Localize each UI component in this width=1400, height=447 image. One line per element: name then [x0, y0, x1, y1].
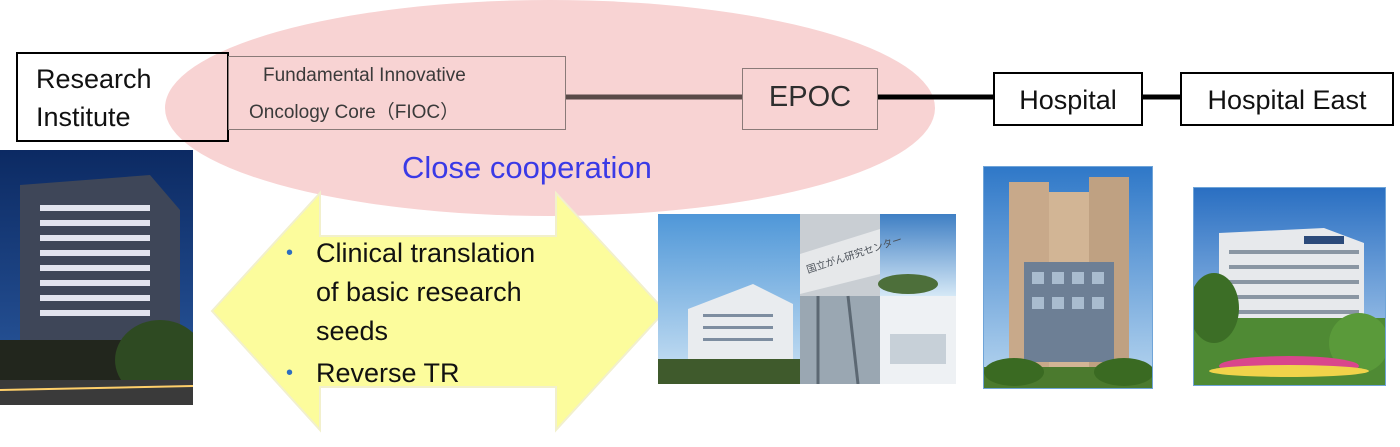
close-cooperation-label: Close cooperation [402, 150, 652, 185]
bullet-2: • Reverse TR [286, 358, 586, 398]
bullet-1-line3: seeds [316, 316, 389, 346]
fioc-box: Fundamental Innovative Oncology Core（FIO… [228, 56, 566, 130]
epoc-box: EPOC [742, 68, 878, 130]
research-institute-line1: Research [36, 64, 152, 94]
arrow-bullet-list: • Clinical translation of basic research… [286, 238, 586, 398]
epoc-label: EPOC [768, 81, 852, 113]
bullet-1: • Clinical translation of basic research… [286, 238, 586, 358]
hospital-east-box: Hospital East [1180, 72, 1394, 126]
bullet-1-line1: Clinical translation [316, 238, 536, 268]
bullet-1-marker: • [286, 242, 294, 264]
research-institute-line2: Institute [36, 102, 131, 132]
research-institute-photo [0, 150, 193, 405]
fioc-line1: Fundamental Innovative [263, 65, 466, 86]
hospital-photo [983, 166, 1153, 389]
hospital-east-label: Hospital East [1207, 85, 1367, 115]
hospital-box: Hospital [993, 72, 1143, 126]
fioc-line2: Oncology Core（FIOC） [249, 102, 460, 123]
hospital-east-photo [1193, 187, 1386, 386]
bullet-1-line2: of basic research [316, 277, 522, 307]
bullet-2-line1: Reverse TR [316, 358, 460, 388]
epoc-photo-collage: 国立がん研究センター [658, 214, 956, 384]
hospital-label: Hospital [1019, 85, 1117, 115]
bullet-2-marker: • [286, 362, 294, 384]
